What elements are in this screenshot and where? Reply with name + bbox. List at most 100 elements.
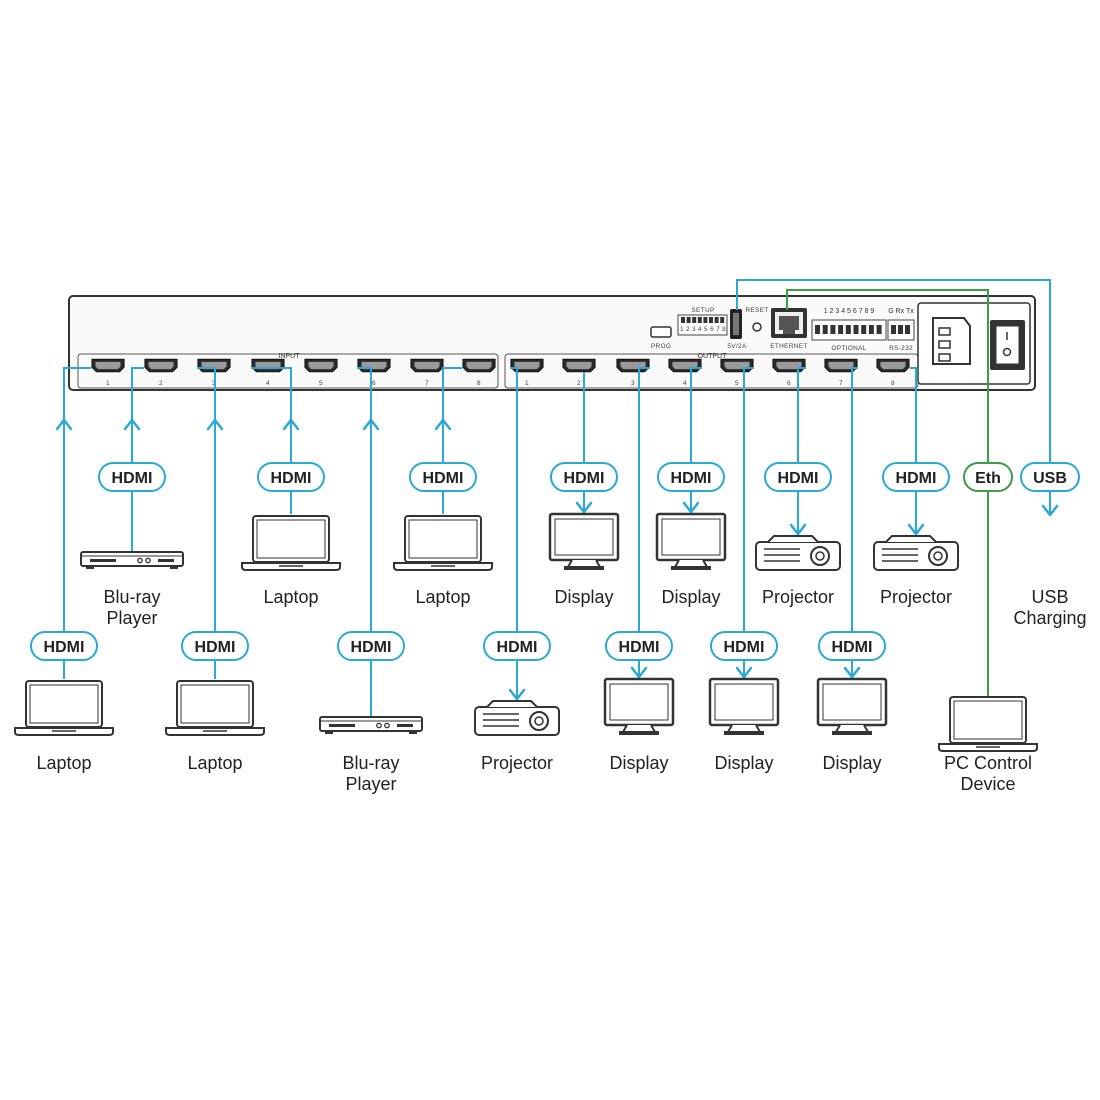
input-device-label: Blu-ray xyxy=(342,753,399,773)
cable-label-hdmi: HDMI xyxy=(882,462,950,492)
output-port-8[interactable] xyxy=(876,358,910,373)
prog-port[interactable] xyxy=(650,326,672,338)
input-device-4-laptop xyxy=(241,515,341,571)
output-port-6[interactable] xyxy=(772,358,806,373)
output-device-2-display xyxy=(548,512,620,570)
output-device-5-display xyxy=(708,677,780,735)
input-port-7[interactable] xyxy=(410,358,444,373)
cable-label-hdmi: HDMI xyxy=(550,462,618,492)
cable-label-hdmi: HDMI xyxy=(409,462,477,492)
ethernet-port[interactable] xyxy=(771,308,807,338)
input-device-2-bluray xyxy=(80,551,184,569)
cable-label-hdmi: HDMI xyxy=(483,631,551,661)
output-port-number: 5 xyxy=(735,380,739,387)
output-group-label: OUTPUT xyxy=(698,353,728,360)
cable-label-usb: USB xyxy=(1020,462,1080,492)
output-device-4-display xyxy=(655,512,727,570)
input-device-label: Player xyxy=(106,608,157,628)
output-port-number: 8 xyxy=(891,380,895,387)
usb-charging-label: USB xyxy=(1031,587,1068,607)
cable-label-hdmi: HDMI xyxy=(181,631,249,661)
input-device-3-laptop xyxy=(165,680,265,736)
input-port-8[interactable] xyxy=(462,358,496,373)
input-port-number: 6 xyxy=(372,380,376,387)
output-port-2[interactable] xyxy=(562,358,596,373)
output-device-1-projector xyxy=(474,700,560,736)
power-module xyxy=(917,302,1031,385)
setup-label: SETUP xyxy=(691,307,714,314)
reset-button[interactable] xyxy=(752,322,762,332)
optional-numbers: 1 2 3 4 5 6 7 8 9 xyxy=(824,308,875,315)
output-port-number: 3 xyxy=(631,380,635,387)
input-device-8-laptop xyxy=(393,515,493,571)
output-port-number: 1 xyxy=(525,380,529,387)
ethernet-label: ETHERNET xyxy=(770,343,807,350)
cable-label-hdmi: HDMI xyxy=(657,462,725,492)
cable-label-hdmi: HDMI xyxy=(605,631,673,661)
svg-text:HDMI: HDMI xyxy=(112,470,153,487)
output-port-3[interactable] xyxy=(616,358,650,373)
pc-control-device xyxy=(938,696,1038,752)
svg-text:HDMI: HDMI xyxy=(724,639,765,656)
output-device-6-projector xyxy=(755,535,841,571)
input-device-label: Laptop xyxy=(36,753,91,773)
setup-numbers: 1 2 3 4 5 6 7 8 xyxy=(680,326,726,333)
input-port-4[interactable] xyxy=(251,358,285,373)
output-device-label: Projector xyxy=(880,587,952,607)
svg-text:HDMI: HDMI xyxy=(778,470,819,487)
output-device-3-display xyxy=(603,677,675,735)
pc-control-label: Device xyxy=(960,774,1015,794)
cable-label-hdmi: HDMI xyxy=(30,631,98,661)
devices xyxy=(14,512,1038,752)
output-port-4[interactable] xyxy=(668,358,702,373)
input-device-6-bluray xyxy=(319,716,423,734)
output-port-number: 6 xyxy=(787,380,791,387)
svg-text:HDMI: HDMI xyxy=(195,639,236,656)
rs232-label: RS-232 xyxy=(889,345,913,352)
optional-label: OPTIONAL xyxy=(831,345,866,352)
output-port-number: 7 xyxy=(839,380,843,387)
input-device-label: Player xyxy=(345,774,396,794)
power-switch[interactable] xyxy=(990,320,1025,370)
cable-label-hdmi: HDMI xyxy=(98,462,166,492)
input-port-number: 7 xyxy=(425,380,429,387)
input-group-label: INPUT xyxy=(279,353,301,360)
input-port-number: 2 xyxy=(159,380,163,387)
power-inlet[interactable] xyxy=(932,317,971,365)
svg-text:HDMI: HDMI xyxy=(351,639,392,656)
input-device-label: Laptop xyxy=(415,587,470,607)
input-port-5[interactable] xyxy=(304,358,338,373)
optional-terminal-block[interactable] xyxy=(811,319,887,341)
svg-text:HDMI: HDMI xyxy=(832,639,873,656)
input-port-number: 8 xyxy=(477,380,481,387)
output-device-label: Projector xyxy=(481,753,553,773)
rs232-pin-labels: G Rx Tx xyxy=(888,308,914,315)
rs232-terminal[interactable] xyxy=(887,319,915,341)
output-port-number: 2 xyxy=(577,380,581,387)
input-port-6[interactable] xyxy=(357,358,391,373)
output-device-label: Display xyxy=(822,753,881,773)
input-port-2[interactable] xyxy=(144,358,178,373)
output-device-label: Display xyxy=(661,587,720,607)
output-port-1[interactable] xyxy=(510,358,544,373)
output-device-label: Projector xyxy=(762,587,834,607)
usb-port-label: 5V/2A xyxy=(727,343,747,350)
cable-label-hdmi: HDMI xyxy=(818,631,886,661)
usb-charging-port[interactable] xyxy=(730,309,742,339)
output-device-label: Display xyxy=(554,587,613,607)
svg-text:HDMI: HDMI xyxy=(271,470,312,487)
svg-text:HDMI: HDMI xyxy=(564,470,605,487)
input-device-label: Laptop xyxy=(187,753,242,773)
output-port-5[interactable] xyxy=(720,358,754,373)
svg-text:HDMI: HDMI xyxy=(896,470,937,487)
input-port-number: 3 xyxy=(212,380,216,387)
input-port-number: 4 xyxy=(266,380,270,387)
setup-dip-switch[interactable] xyxy=(677,314,728,336)
input-port-1[interactable] xyxy=(91,358,125,373)
svg-text:HDMI: HDMI xyxy=(497,639,538,656)
input-port-number: 1 xyxy=(106,380,110,387)
